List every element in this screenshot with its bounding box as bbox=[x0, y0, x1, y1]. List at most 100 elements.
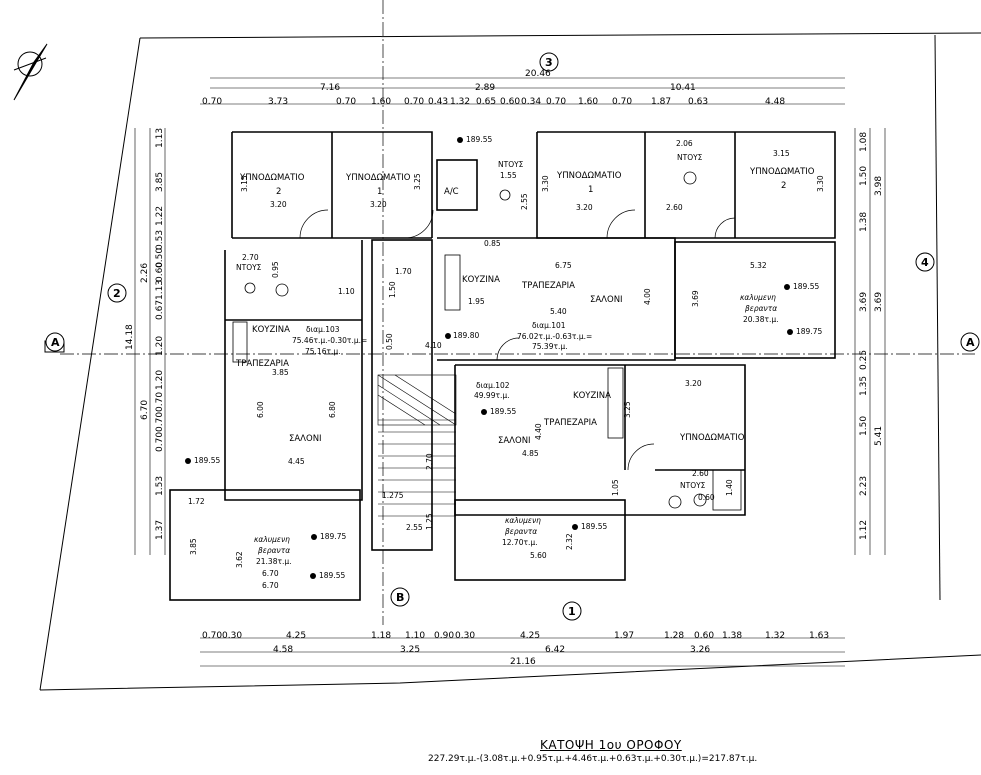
svg-text:0.70: 0.70 bbox=[546, 97, 566, 107]
svg-text:189.55: 189.55 bbox=[793, 282, 819, 291]
north-arrow-icon bbox=[13, 43, 48, 101]
fixtures bbox=[232, 171, 742, 511]
svg-text:0.43: 0.43 bbox=[428, 97, 448, 107]
svg-text:3.20: 3.20 bbox=[270, 200, 287, 209]
svg-text:189.75: 189.75 bbox=[320, 532, 346, 541]
svg-text:4.10: 4.10 bbox=[425, 341, 442, 350]
svg-text:0.65: 0.65 bbox=[476, 97, 496, 107]
level-mark: 189.55 bbox=[457, 135, 492, 144]
svg-text:20.38τ.μ.: 20.38τ.μ. bbox=[743, 315, 779, 324]
svg-text:3.98: 3.98 bbox=[874, 176, 884, 196]
svg-text:4.45: 4.45 bbox=[288, 457, 305, 466]
svg-text:1.70: 1.70 bbox=[395, 267, 412, 276]
svg-text:ΝΤΟΥΣ: ΝΤΟΥΣ bbox=[680, 481, 706, 490]
area-calculation: 227.29τ.μ.-(3.08τ.μ.+0.95τ.μ.+4.46τ.μ.+0… bbox=[428, 754, 758, 764]
svg-text:2: 2 bbox=[113, 287, 121, 300]
svg-text:βεραντα: βεραντα bbox=[505, 527, 537, 536]
axis-marker-4: 4 bbox=[915, 252, 935, 272]
svg-text:0.70: 0.70 bbox=[155, 392, 165, 412]
svg-text:75.46τ.μ.-0.30τ.μ.=: 75.46τ.μ.-0.30τ.μ.= bbox=[292, 336, 367, 345]
svg-text:0.60: 0.60 bbox=[500, 97, 520, 107]
svg-text:0.50: 0.50 bbox=[385, 333, 394, 350]
svg-text:3.20: 3.20 bbox=[685, 379, 702, 388]
svg-text:2.70: 2.70 bbox=[242, 253, 259, 262]
svg-text:ΤΡΑΠΕΖΑΡΙΑ: ΤΡΑΠΕΖΑΡΙΑ bbox=[521, 281, 575, 291]
svg-text:ΝΤΟΥΣ: ΝΤΟΥΣ bbox=[677, 153, 703, 162]
axis-markers: A A B 1 2 3 4 bbox=[44, 52, 980, 621]
dims-top: 20.46 7.16 2.89 10.41 0.70 3.73 0.70 1.6… bbox=[202, 69, 785, 107]
apartment-areas: διαμ.103 75.46τ.μ.-0.30τ.μ.= 75.16τ.μ. δ… bbox=[256, 315, 779, 566]
svg-text:20.46: 20.46 bbox=[525, 69, 551, 79]
svg-text:76.02τ.μ.-0.63τ.μ.=: 76.02τ.μ.-0.63τ.μ.= bbox=[517, 332, 592, 341]
svg-text:ΝΤΟΥΣ: ΝΤΟΥΣ bbox=[498, 160, 524, 169]
svg-text:3.69: 3.69 bbox=[859, 292, 869, 312]
svg-text:6.00: 6.00 bbox=[256, 401, 265, 418]
svg-text:0.60: 0.60 bbox=[155, 262, 165, 282]
svg-text:0.53: 0.53 bbox=[155, 230, 165, 250]
svg-text:1.38: 1.38 bbox=[859, 212, 869, 232]
svg-text:ΣΑΛΟΝΙ: ΣΑΛΟΝΙ bbox=[590, 295, 623, 305]
svg-text:ΥΠΝΟΔΩΜΑΤΙΟ: ΥΠΝΟΔΩΜΑΤΙΟ bbox=[239, 173, 305, 183]
level-mark: 189.55 bbox=[784, 282, 819, 291]
svg-text:A: A bbox=[51, 336, 60, 349]
svg-text:ΣΑΛΟΝΙ: ΣΑΛΟΝΙ bbox=[498, 436, 531, 446]
svg-text:ΚΟΥΖΙΝΑ: ΚΟΥΖΙΝΑ bbox=[462, 275, 500, 285]
svg-text:0.30: 0.30 bbox=[222, 631, 242, 641]
svg-text:1.37: 1.37 bbox=[155, 520, 165, 540]
level-mark: 189.55 bbox=[572, 522, 607, 531]
level-mark: 189.55 bbox=[310, 571, 345, 580]
svg-text:2.60: 2.60 bbox=[666, 203, 683, 212]
svg-text:βεραντα: βεραντα bbox=[745, 304, 777, 313]
level-mark: 189.55 bbox=[185, 456, 220, 465]
svg-text:ΣΑΛΟΝΙ: ΣΑΛΟΝΙ bbox=[289, 434, 322, 444]
level-marks: 189.55 189.55 189.80 189.55 189.75 189.5… bbox=[185, 135, 822, 580]
svg-text:49.99τ.μ.: 49.99τ.μ. bbox=[474, 391, 510, 400]
svg-text:1.08: 1.08 bbox=[859, 132, 869, 152]
svg-text:3.15: 3.15 bbox=[773, 149, 790, 158]
svg-text:0.70: 0.70 bbox=[612, 97, 632, 107]
svg-text:4.25: 4.25 bbox=[520, 631, 540, 641]
svg-text:2.26: 2.26 bbox=[140, 263, 150, 283]
svg-text:διαμ.103: διαμ.103 bbox=[306, 325, 340, 334]
svg-text:189.55: 189.55 bbox=[319, 571, 345, 580]
svg-text:1.32: 1.32 bbox=[450, 97, 470, 107]
svg-text:5.40: 5.40 bbox=[550, 307, 567, 316]
svg-text:1.97: 1.97 bbox=[614, 631, 634, 641]
axis-marker-a-right: A bbox=[960, 332, 980, 352]
svg-text:1.72: 1.72 bbox=[188, 497, 205, 506]
svg-text:1.50: 1.50 bbox=[388, 281, 397, 298]
svg-text:189.80: 189.80 bbox=[453, 331, 479, 340]
axis-marker-a-left: A bbox=[44, 332, 65, 353]
svg-text:4.00: 4.00 bbox=[643, 288, 652, 305]
level-mark: 189.55 bbox=[481, 407, 516, 416]
svg-text:3.15: 3.15 bbox=[240, 175, 249, 192]
svg-text:1.20: 1.20 bbox=[155, 336, 165, 356]
svg-text:0.70: 0.70 bbox=[155, 412, 165, 432]
dims-right: 1.08 1.50 1.38 3.69 0.25 1.35 1.50 2.23 … bbox=[859, 132, 884, 540]
svg-text:1.22: 1.22 bbox=[155, 206, 165, 226]
svg-text:καλυμενη: καλυμενη bbox=[505, 516, 541, 525]
svg-text:διαμ.102: διαμ.102 bbox=[476, 381, 510, 390]
svg-text:3.85: 3.85 bbox=[189, 538, 198, 555]
svg-text:4.85: 4.85 bbox=[522, 449, 539, 458]
svg-text:1.32: 1.32 bbox=[765, 631, 785, 641]
svg-text:1.50: 1.50 bbox=[859, 166, 869, 186]
svg-text:1.25: 1.25 bbox=[425, 513, 434, 530]
svg-text:4.25: 4.25 bbox=[286, 631, 306, 641]
svg-text:21.16: 21.16 bbox=[510, 657, 536, 667]
svg-text:ΚΟΥΖΙΝΑ: ΚΟΥΖΙΝΑ bbox=[252, 325, 290, 335]
svg-text:6.42: 6.42 bbox=[545, 645, 565, 655]
svg-text:1.95: 1.95 bbox=[468, 297, 485, 306]
svg-text:B: B bbox=[396, 591, 404, 604]
inner-dimensions: 3.20 3.20 3.20 3.20 3.15 3.15 3.25 3.30 … bbox=[188, 139, 825, 590]
svg-text:0.70: 0.70 bbox=[155, 432, 165, 452]
svg-text:0.60: 0.60 bbox=[694, 631, 714, 641]
site-boundary bbox=[39, 32, 981, 691]
svg-text:3.73: 3.73 bbox=[268, 97, 288, 107]
svg-text:189.55: 189.55 bbox=[466, 135, 492, 144]
svg-text:1.20: 1.20 bbox=[155, 370, 165, 390]
svg-text:75.39τ.μ.: 75.39τ.μ. bbox=[532, 342, 568, 351]
svg-text:2.89: 2.89 bbox=[475, 83, 495, 93]
svg-text:1.35: 1.35 bbox=[859, 376, 869, 396]
room-labels: ΥΠΝΟΔΩΜΑΤΙΟ 2 ΥΠΝΟΔΩΜΑΤΙΟ 1 A/C ΥΠΝΟΔΩΜΑ… bbox=[235, 153, 815, 555]
